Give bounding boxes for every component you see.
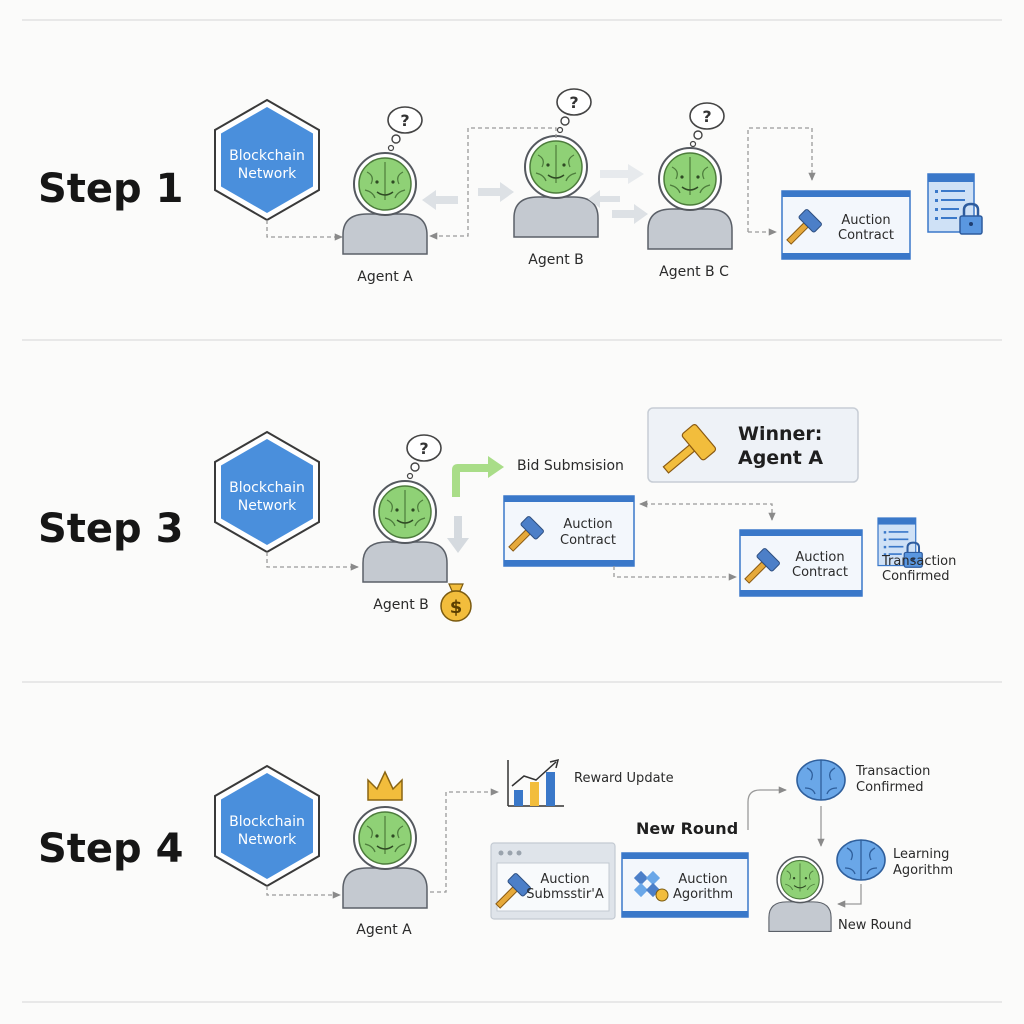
svg-text:$: $ (450, 597, 463, 618)
step3-network-to-agent-arrow (266, 552, 359, 571)
step1-network-line1: Blockchain (229, 148, 305, 164)
step1-network-to-agent-a-arrow (266, 220, 343, 241)
step4-network-line2: Network (238, 832, 297, 848)
step4-network-line1: Blockchain (229, 814, 305, 830)
step3-bid-green-arrow (452, 456, 504, 497)
step4-learning-line2: Agorithm (893, 863, 953, 878)
step3-winner-box: Winner: Agent A (647, 407, 859, 483)
step4-new-round-agent-icon (768, 855, 832, 933)
step3-transaction-line2: Confirmed (882, 569, 950, 584)
step3-left-contract-line1: Auction (563, 517, 612, 532)
step1-exchange-left-arrow (422, 190, 458, 210)
step3-right-contract-line2: Contract (792, 565, 848, 580)
step3-transaction-line1: Transaction (881, 554, 956, 569)
step4-agent-to-reward-arrow (430, 788, 499, 893)
step4-algorithm-line1: Auction (678, 872, 727, 887)
step3-agent-thought-icon (406, 434, 442, 480)
step4-learning-to-agent-arrow (837, 884, 862, 908)
step3-money-bag-icon: $ (440, 583, 472, 622)
step4-transaction-line1: Transaction (855, 764, 930, 779)
step4-submit-line2: Submsstir'A (526, 887, 604, 902)
step1-exchange-top-arrow (600, 164, 644, 184)
step4-algorithm-icon (633, 870, 669, 902)
step4-transaction-line2: Confirmed (856, 780, 924, 795)
step1-title: Step 1 (38, 166, 183, 212)
step1-agent-a-label: Agent A (357, 269, 413, 285)
step4-reward-label: Reward Update (574, 771, 674, 786)
step3-winner-gavel-icon (662, 424, 717, 474)
step3-section: Step 3 Blockchain Network Agent B $ Bid … (38, 407, 956, 622)
step4-new-round-title: New Round (636, 819, 738, 838)
step1-network-line2: Network (238, 166, 297, 182)
step1-agent-b-to-agent-a-arrow (429, 127, 557, 240)
step4-algorithm-line2: Agorithm (673, 887, 733, 902)
step1-exchange-bottom-arrow (612, 204, 648, 224)
step1-exchange-mid-arrow (588, 190, 620, 208)
step4-agent-icon (342, 806, 428, 909)
step3-agent-icon (362, 480, 448, 583)
step4-blockchain-hexagon: Blockchain Network (214, 765, 320, 887)
step3-title: Step 3 (38, 506, 183, 552)
step1-document-lock-icon (926, 172, 984, 236)
step4-to-transaction-arrow (747, 786, 787, 830)
step1-agent-b-icon (513, 135, 599, 238)
step4-learning-brain-icon (836, 839, 886, 881)
step3-network-line1: Blockchain (229, 480, 305, 496)
step3-winner-line1: Winner: (738, 423, 822, 445)
step3-blockchain-hexagon: Blockchain Network (214, 431, 320, 553)
step3-bid-label: Bid Submsision (517, 458, 624, 474)
step3-left-contract-line2: Contract (560, 533, 616, 548)
step1-agent-a-thought-icon (387, 106, 423, 152)
step4-agent-label: Agent A (356, 922, 412, 938)
step3-contract-link-bottom-arrow (613, 566, 737, 581)
step4-auction-algorithm-box: Auction Agorithm (621, 852, 749, 918)
step3-auction-contract-left-box: Auction Contract (503, 495, 635, 567)
step1-contract-line1: Auction (841, 213, 890, 228)
step1-exchange-right-arrow (478, 182, 514, 202)
step3-auction-contract-right-box: Auction Contract (739, 529, 863, 597)
step1-agent-a-icon (342, 152, 428, 255)
step4-network-to-agent-arrow (266, 886, 341, 899)
step4-crown-icon (367, 770, 403, 801)
step3-agent-label: Agent B (373, 597, 429, 613)
step3-bid-down-arrow (447, 516, 469, 553)
step3-network-line2: Network (238, 498, 297, 514)
step4-submit-line1: Auction (540, 872, 589, 887)
step4-section: Step 4 Blockchain Network Agent A Reward… (38, 758, 953, 938)
step1-agent-b-thought-icon (556, 88, 592, 134)
step1-section: Step 1 Blockchain Network Agent A Agent … (38, 88, 984, 285)
step1-agent-b-label: Agent B (528, 252, 584, 268)
step3-winner-line2: Agent A (738, 447, 823, 469)
step1-agent-bc-label: Agent B C (659, 264, 729, 280)
step4-title: Step 4 (38, 826, 183, 872)
step1-blockchain-hexagon: Blockchain Network (214, 99, 320, 221)
step1-agent-bc-icon (647, 147, 733, 250)
step4-transaction-brain-icon (796, 759, 846, 801)
step3-right-contract-line1: Auction (795, 550, 844, 565)
step4-auction-submit-box: Auction Submsstir'A (490, 842, 616, 920)
step4-reward-chart-icon (507, 758, 564, 807)
step1-contract-line2: Contract (838, 228, 894, 243)
step1-agent-bc-thought-icon (689, 102, 725, 148)
step4-learning-line1: Learning (893, 847, 949, 862)
step4-new-round-end-label: New Round (838, 918, 912, 933)
step3-contract-link-top-arrow (639, 500, 776, 521)
step1-to-contract-top-arrow (747, 127, 816, 232)
step1-auction-contract-box: Auction Contract (781, 190, 911, 260)
